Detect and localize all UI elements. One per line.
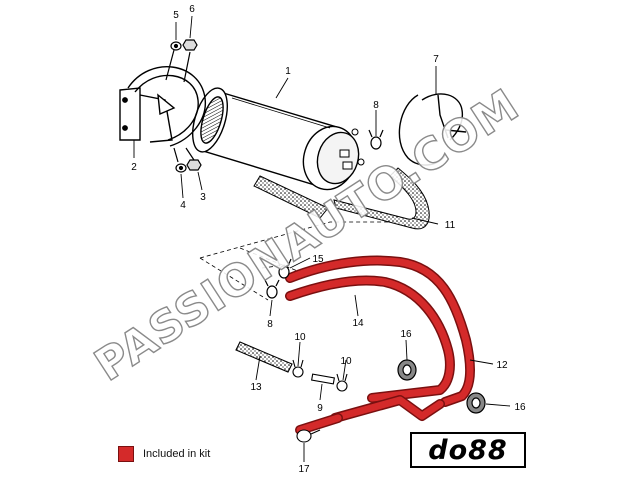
- label-part-5: 5: [173, 10, 179, 21]
- label-part-16-lower: 16: [514, 402, 526, 413]
- label-part-4: 4: [180, 200, 186, 211]
- label-part-6: 6: [189, 4, 195, 15]
- label-part-9: 9: [317, 403, 323, 414]
- label-part-16-upper: 16: [400, 329, 412, 340]
- label-part-2: 2: [131, 162, 137, 173]
- legend-label: Included in kit: [143, 448, 211, 460]
- mounting-strap: [398, 93, 467, 166]
- charcoal-canister: [192, 87, 365, 191]
- legend-swatch: [118, 446, 134, 462]
- legend: Included in kit: [118, 446, 210, 462]
- label-part-15: 15: [312, 254, 324, 265]
- leader-lines: [133, 15, 511, 462]
- brand-logo: do88: [410, 432, 526, 468]
- label-part-1: 1: [285, 66, 291, 77]
- label-part-10-right: 10: [340, 356, 352, 367]
- small-hose-and-fittings: [235, 341, 348, 443]
- hose-clamps-lower: [264, 258, 292, 299]
- hose-clamp-upper: [368, 129, 384, 150]
- label-part-14: 14: [352, 318, 364, 329]
- label-part-12: 12: [496, 360, 508, 371]
- washer-and-bolt: [173, 147, 202, 173]
- label-part-7: 7: [433, 54, 439, 65]
- rubber-grommets: [397, 359, 486, 414]
- label-part-17: 17: [298, 464, 310, 475]
- label-part-3: 3: [200, 192, 206, 203]
- brand-logo-text: do88: [428, 434, 508, 466]
- dashed-reference-lines: [199, 221, 410, 301]
- mounting-bracket: [119, 66, 206, 147]
- label-part-8-upper: 8: [373, 100, 379, 111]
- label-part-10-left: 10: [294, 332, 306, 343]
- nut-and-washer: [165, 39, 198, 83]
- kit-hose-14: [285, 255, 476, 435]
- part-number-labels: 1 2 3 4 5 6 7 8 8 9 10 10 11 12 13 14 15…: [131, 4, 526, 475]
- label-part-13: 13: [250, 382, 262, 393]
- label-part-8-lower: 8: [267, 319, 273, 330]
- label-part-11: 11: [445, 220, 456, 231]
- vent-hose-original: [253, 167, 430, 230]
